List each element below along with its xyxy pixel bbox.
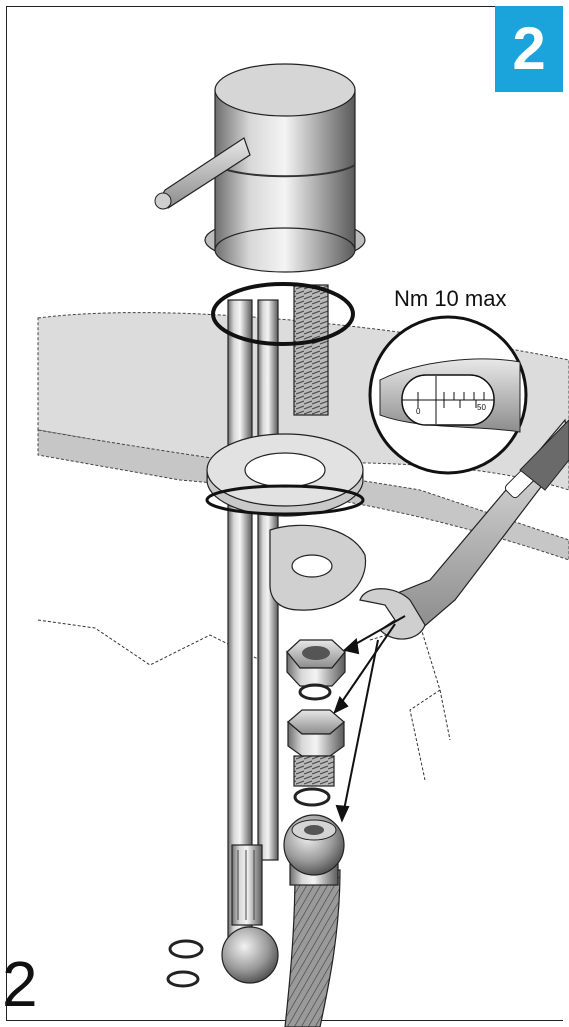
torque-gauge-detail: 0 50 — [368, 315, 528, 475]
horseshoe-washer — [269, 524, 367, 611]
gauge-scale-max: 50 — [477, 403, 486, 412]
torque-wrench[interactable] — [359, 418, 569, 640]
cabinet-outline — [37, 619, 451, 781]
mounting-ring — [206, 433, 364, 517]
braided-hose — [284, 869, 341, 1027]
supply-pipes — [221, 299, 279, 984]
step-number-badge: 2 — [495, 6, 563, 92]
threaded-rod — [293, 284, 329, 416]
torque-limit-label: Nm 10 max — [394, 286, 507, 311]
faucet-body — [204, 63, 366, 273]
threaded-adapter — [287, 709, 345, 787]
gauge-scale-min: 0 — [416, 407, 421, 416]
page-number: 2 — [2, 948, 38, 1020]
hex-nut — [286, 639, 346, 687]
o-ring-washers — [166, 683, 332, 988]
lever-handle — [154, 137, 251, 210]
seal-ring-lower — [205, 484, 365, 516]
page-frame — [6, 6, 563, 1021]
hose-fitting — [283, 814, 345, 886]
assembly-arrows — [333, 615, 406, 823]
seal-ring-highlight — [211, 282, 355, 346]
